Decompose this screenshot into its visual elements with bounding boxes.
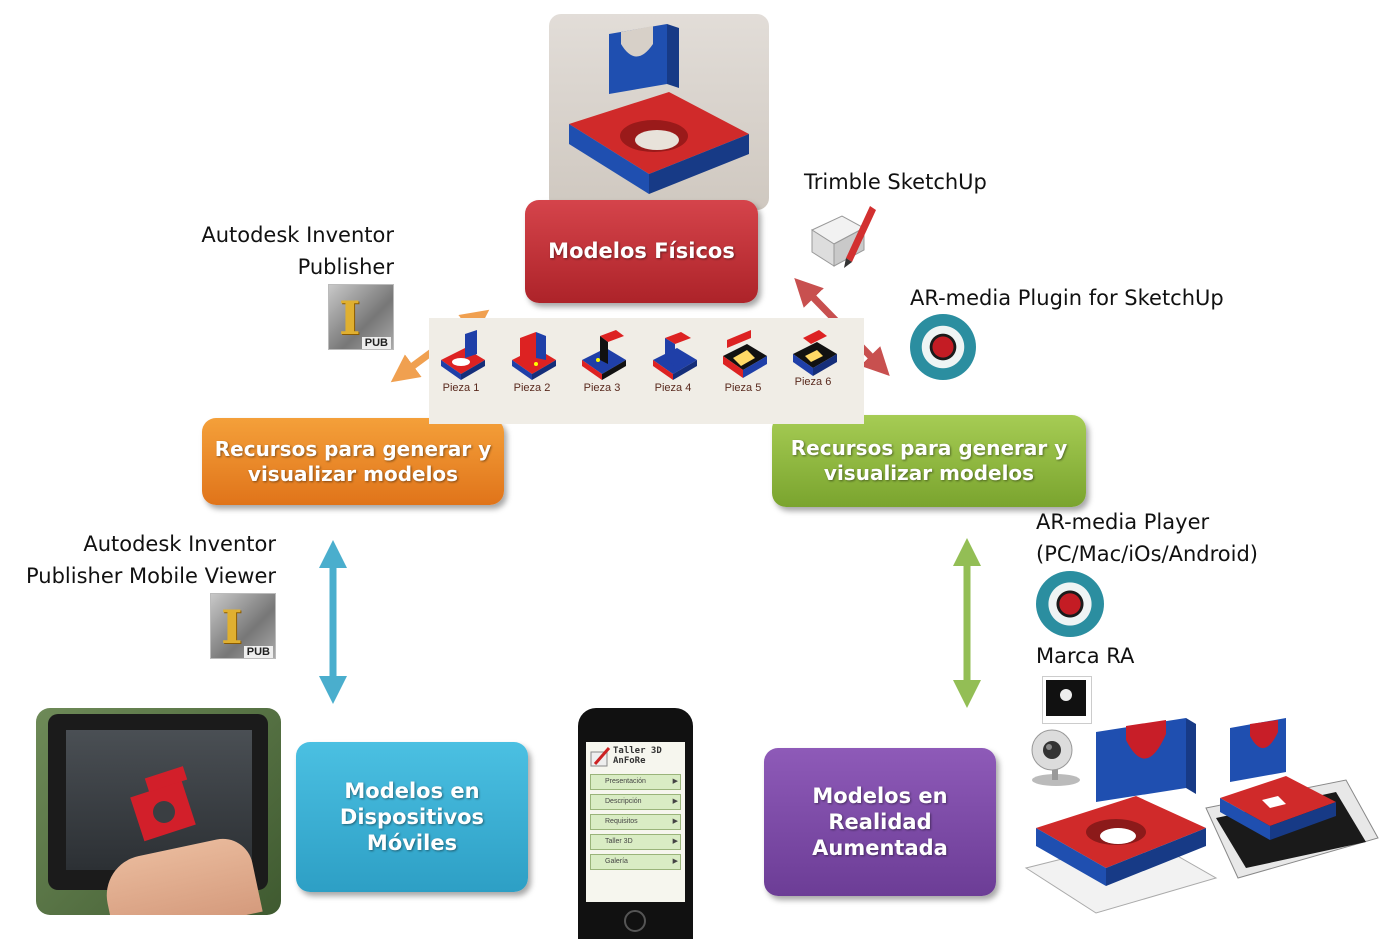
phone-menu-item[interactable]: Galería ▶ (590, 854, 681, 870)
phone-menu-item[interactable]: Presentación ▶ (590, 774, 681, 790)
phone-home-button[interactable] (624, 910, 646, 932)
phone-menu-label: Descripción (605, 798, 642, 805)
phone-menu-label: Presentación (605, 778, 646, 785)
piece-6: Pieza 6 (787, 326, 839, 388)
piece-3: Pieza 3 (576, 330, 628, 394)
chevron-right-icon: ▶ (672, 838, 678, 845)
phone-header: Taller 3D AnFoRe (586, 742, 685, 770)
chevron-right-icon: ▶ (672, 798, 678, 805)
label-inventor-mobile: Autodesk Inventor Publisher Mobile Viewe… (6, 529, 276, 592)
ar-composite-image (1016, 718, 1381, 918)
label-armedia-player-line1: AR-media Player (1036, 510, 1210, 534)
phone-title-line1: Taller 3D (613, 746, 662, 757)
chevron-right-icon: ▶ (672, 778, 678, 785)
label-inventor-mobile-line1: Autodesk Inventor (83, 532, 276, 556)
phone-title-line2: AnFoRe (613, 756, 646, 766)
piece-3-shape (582, 330, 626, 380)
pub-tag: PUB (361, 337, 391, 349)
pieces-strip: Pieza 1 Pieza 2 Pieza 3 Pieza 4 Pieza 5 … (429, 318, 864, 424)
phone-screen: Taller 3D AnFoRe Presentación ▶ Descripci… (586, 742, 685, 902)
label-armedia-plugin: AR-media Plugin for SketchUp (910, 286, 1224, 310)
chevron-right-icon: ▶ (672, 858, 678, 865)
label-marca-ra: Marca RA (1036, 644, 1135, 668)
node-resources-left: Recursos para generar y visualizar model… (202, 418, 504, 505)
piece-3-label: Pieza 3 (583, 382, 621, 394)
armedia-plugin-icon (910, 314, 976, 380)
node-ar-models: Modelos en Realidad Aumentada (764, 748, 996, 896)
physical-model-photo (549, 14, 769, 210)
label-inventor-publisher-line2: Publisher (297, 254, 394, 279)
piece-6-shape (793, 330, 837, 376)
piece-2: Pieza 2 (506, 330, 558, 394)
label-sketchup: Trimble SketchUp (804, 170, 987, 194)
phone-menu-label: Galería (605, 858, 628, 865)
phone-menu-item[interactable]: Requisitos ▶ (590, 814, 681, 830)
label-inventor-publisher: Autodesk Inventor Publisher (140, 220, 394, 283)
node-mobile-models: Modelos en Dispositivos Móviles (296, 742, 528, 892)
label-inventor-mobile-line2: Publisher Mobile Viewer (25, 563, 276, 588)
piece-5-label: Pieza 5 (724, 382, 762, 394)
label-armedia-player: AR-media Player (PC/Mac/iOs/Android) (1036, 507, 1258, 570)
piece-1-shape (441, 330, 485, 380)
sketchup-icon (810, 206, 876, 268)
piece-1: Pieza 1 (435, 330, 487, 394)
ar-marker-icon (1042, 676, 1092, 724)
phone-title: Taller 3D AnFoRe (613, 746, 662, 767)
ar-marker-dot (1060, 689, 1072, 701)
piece-1-label: Pieza 1 (442, 382, 480, 394)
piece-5-shape (723, 330, 767, 378)
tablet-photo (36, 708, 281, 915)
phone-menu-item[interactable]: Taller 3D ▶ (590, 834, 681, 850)
phone-menu: Presentación ▶ Descripción ▶ Requisitos ▶ T… (586, 774, 685, 870)
label-inventor-publisher-line1: Autodesk Inventor (201, 223, 394, 247)
armedia-player-icon (1036, 571, 1104, 637)
piece-5: Pieza 5 (717, 330, 769, 394)
phone-menu-label: Taller 3D (605, 838, 633, 845)
tablet-3d-model (130, 766, 196, 842)
phone: Taller 3D AnFoRe Presentación ▶ Descripci… (578, 708, 693, 939)
label-armedia-player-line2: (PC/Mac/iOs/Android) (1036, 541, 1258, 566)
physical-model-shape (569, 24, 749, 194)
ar-composite-shapes (1024, 718, 1379, 914)
node-resources-right: Recursos para generar y visualizar model… (772, 415, 1086, 507)
phone-menu-label: Requisitos (605, 818, 638, 825)
node-physical-models: Modelos Físicos (525, 200, 758, 303)
piece-4-label: Pieza 4 (654, 382, 692, 394)
webcam-icon (1031, 729, 1080, 786)
pub-tag-mobile: PUB (243, 646, 273, 658)
piece-4: Pieza 4 (647, 330, 699, 394)
piece-4-shape (653, 332, 697, 380)
piece-6-label: Pieza 6 (794, 376, 832, 388)
piece-2-label: Pieza 2 (513, 382, 551, 394)
phone-menu-item[interactable]: Descripción ▶ (590, 794, 681, 810)
phone-app-icon (590, 747, 611, 767)
piece-2-shape (512, 332, 556, 380)
chevron-right-icon: ▶ (672, 818, 678, 825)
